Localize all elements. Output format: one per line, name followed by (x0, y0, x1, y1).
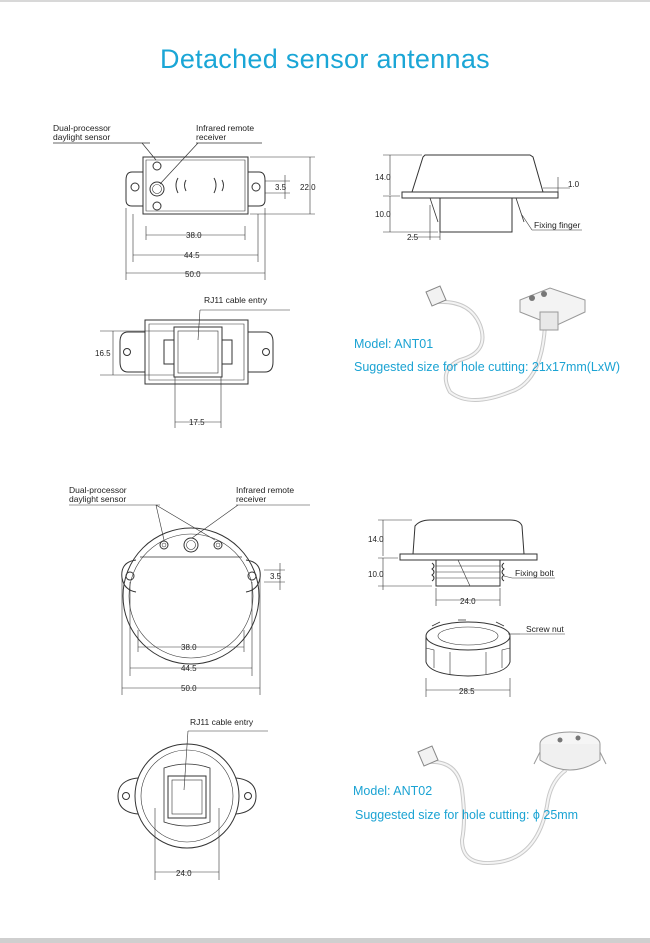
svg-text:17.5: 17.5 (189, 418, 205, 427)
svg-text:50.0: 50.0 (181, 684, 197, 693)
ant02-product-image (417, 731, 607, 865)
ant01-front-view: Dual-processor daylight sensor Infrared … (53, 123, 316, 280)
ant02-back-view: RJ11 cable entry 24.0 (117, 717, 268, 880)
svg-text:44.5: 44.5 (181, 664, 197, 673)
ant01-hole-size: Suggested size for hole cutting: 21x17mm… (354, 360, 621, 374)
svg-text:Dual-processor: Dual-processor (69, 485, 127, 495)
ant01-model: Model: ANT01 (354, 337, 434, 351)
svg-text:RJ11 cable entry: RJ11 cable entry (204, 295, 268, 305)
svg-text:Infrared remote: Infrared remote (196, 123, 254, 133)
svg-text:10.0: 10.0 (375, 210, 391, 219)
svg-text:14.0: 14.0 (375, 173, 391, 182)
svg-text:daylight sensor: daylight sensor (69, 494, 126, 504)
svg-text:28.5: 28.5 (459, 687, 475, 696)
ant01-back-view: RJ11 cable entry 16.5 17.5 (95, 295, 290, 428)
svg-text:22.0: 22.0 (300, 183, 316, 192)
svg-text:24.0: 24.0 (460, 597, 476, 606)
svg-text:50.0: 50.0 (185, 270, 201, 279)
svg-text:receiver: receiver (196, 132, 226, 142)
svg-text:38.0: 38.0 (181, 643, 197, 652)
svg-text:14.0: 14.0 (368, 535, 384, 544)
svg-text:24.0: 24.0 (176, 869, 192, 878)
svg-text:38.0: 38.0 (186, 231, 202, 240)
svg-text:receiver: receiver (236, 494, 266, 504)
ant02-front-view: Dual-processor daylight sensor Infrared … (69, 485, 310, 695)
ant02-model: Model: ANT02 (353, 784, 433, 798)
svg-text:Infrared remote: Infrared remote (236, 485, 294, 495)
svg-text:2.5: 2.5 (407, 233, 419, 242)
ant02-side-view: 14.0 10.0 24.0 Fixing bolt (368, 519, 555, 606)
svg-text:Fixing finger: Fixing finger (534, 220, 580, 230)
svg-text:Screw nut: Screw nut (526, 624, 564, 634)
top-border (0, 0, 650, 2)
ant01-product-image (425, 285, 586, 402)
ant01-side-view: 14.0 10.0 2.5 1.0 Fixing finger (375, 154, 582, 242)
bottom-border (0, 938, 650, 943)
svg-text:Dual-processor: Dual-processor (53, 123, 111, 133)
svg-text:44.5: 44.5 (184, 251, 200, 260)
svg-text:Fixing bolt: Fixing bolt (515, 568, 554, 578)
svg-text:daylight sensor: daylight sensor (53, 132, 110, 142)
ant02-hole-size: Suggested size for hole cutting: ϕ 25mm (355, 808, 579, 822)
svg-text:3.5: 3.5 (270, 572, 282, 581)
svg-text:RJ11 cable entry: RJ11 cable entry (190, 717, 254, 727)
svg-text:3.5: 3.5 (275, 183, 287, 192)
page-title: Detached sensor antennas (160, 44, 490, 74)
svg-text:1.0: 1.0 (568, 180, 580, 189)
svg-text:10.0: 10.0 (368, 570, 384, 579)
svg-text:16.5: 16.5 (95, 349, 111, 358)
ant02-screw-nut: 28.5 Screw nut (425, 619, 565, 697)
